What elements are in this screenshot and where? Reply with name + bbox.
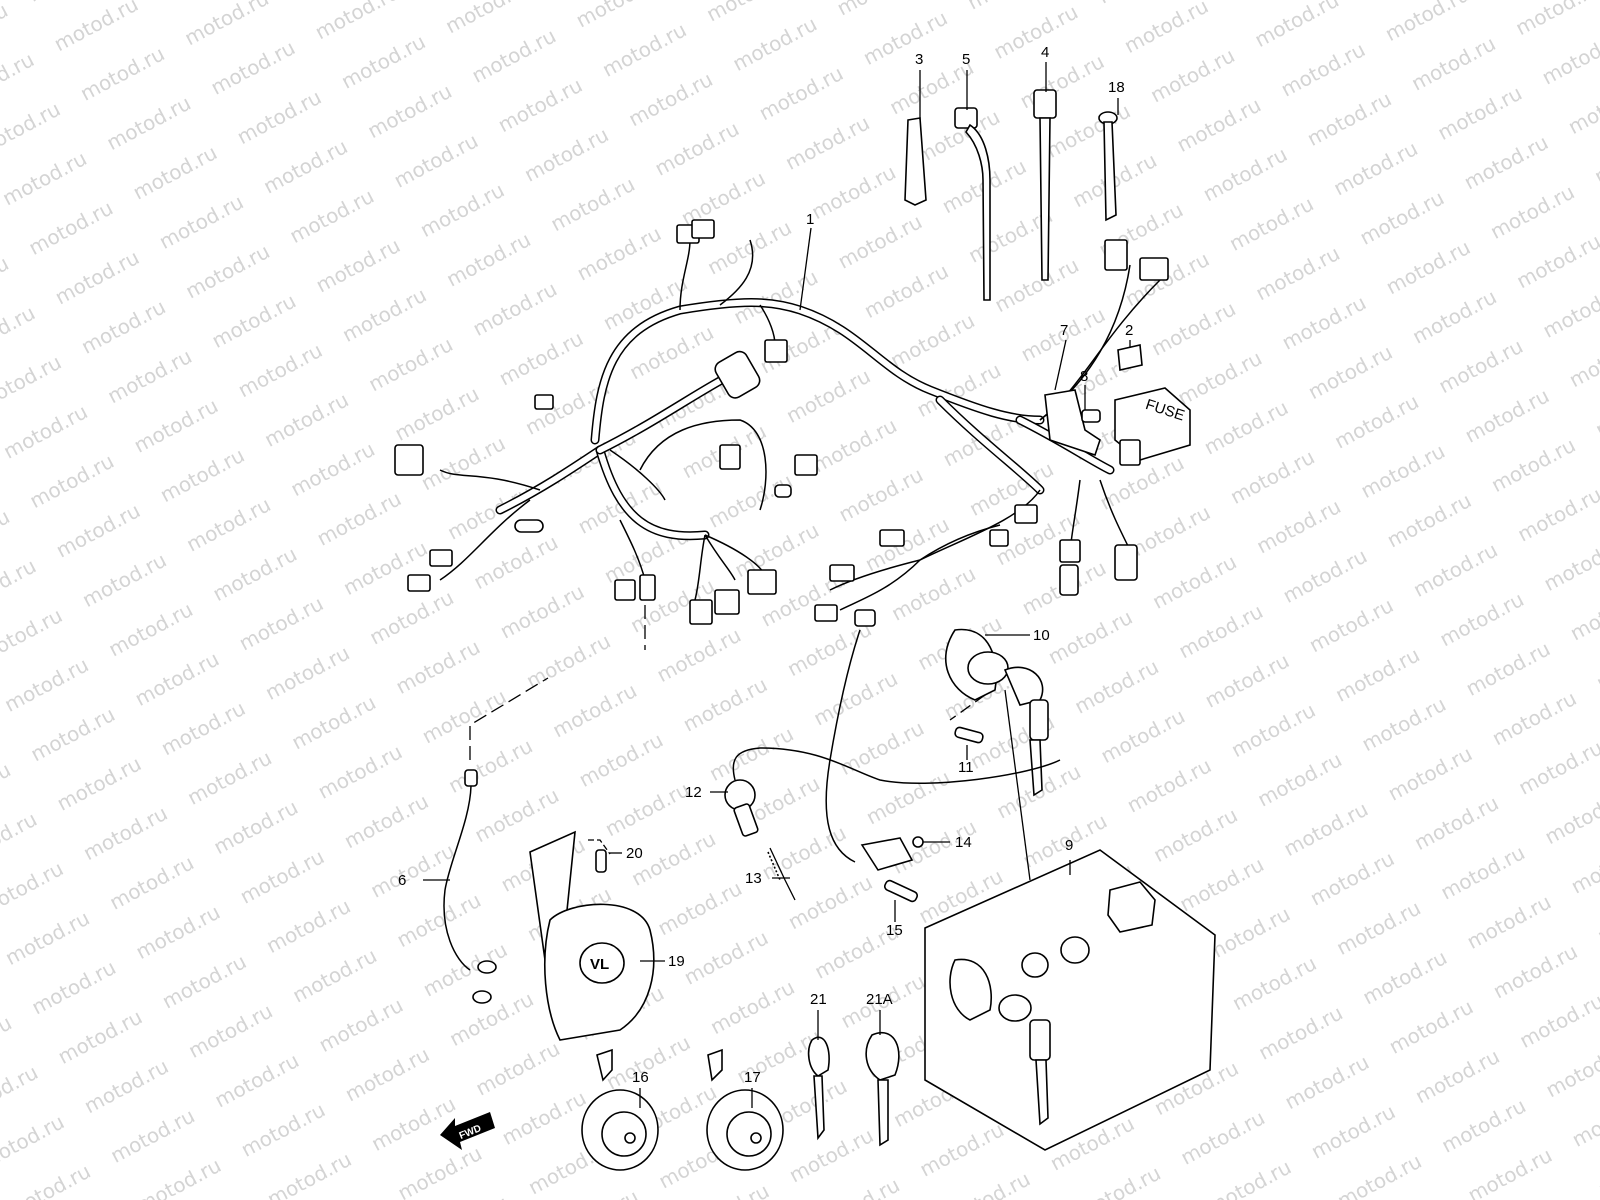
callout-4: 4 [1041, 44, 1049, 61]
side-stand-switch-14[interactable] [825, 629, 924, 871]
horn-17[interactable] [706, 1048, 784, 1171]
horn-16[interactable] [581, 1048, 659, 1171]
callout-18: 18 [1108, 79, 1125, 96]
callout-13: 13 [745, 870, 762, 887]
ignition-switch-10[interactable] [944, 628, 1049, 797]
callout-3: 3 [915, 51, 923, 68]
callout-leaders [423, 62, 1131, 1108]
clamp-band-5[interactable] [954, 107, 991, 301]
callout-21A: 21A [866, 991, 893, 1008]
callout-20: 20 [626, 845, 643, 862]
key-blank-21[interactable] [807, 1036, 830, 1141]
clamp-4[interactable] [1033, 89, 1057, 281]
callout-14: 14 [955, 834, 972, 851]
lock-set-9[interactable] [924, 849, 1216, 1151]
bolt-20[interactable] [588, 839, 611, 873]
callout-2: 2 [1125, 322, 1133, 339]
callout-17: 17 [744, 1069, 761, 1086]
horn-badge: VL [590, 956, 609, 973]
callout-10: 10 [1033, 627, 1050, 644]
bracket-7[interactable] [1044, 389, 1101, 457]
callout-11: 11 [958, 759, 974, 776]
key-blank-21A[interactable] [865, 1032, 900, 1147]
callout-7: 7 [1060, 322, 1068, 339]
callout-6: 6 [398, 872, 406, 889]
fuse-2[interactable] [1117, 344, 1143, 371]
callout-5: 5 [962, 51, 970, 68]
lead-wire-6[interactable] [443, 605, 646, 1004]
horn-cover-19[interactable]: VL [529, 830, 655, 1041]
callout-19: 19 [668, 953, 685, 970]
screw-11[interactable] [954, 726, 984, 744]
callout-15: 15 [886, 922, 903, 939]
spring-13[interactable] [767, 847, 796, 901]
clamp-18[interactable] [1098, 111, 1118, 222]
fwd-direction-arrow: FWD [440, 1112, 495, 1150]
callout-21: 21 [810, 991, 827, 1008]
callout-16: 16 [632, 1069, 649, 1086]
callout-labels: 1 2 3 4 5 6 7 8 9 10 11 12 13 14 15 16 1… [398, 44, 1133, 1086]
fuse-box[interactable]: FUSE [1114, 387, 1191, 466]
key-guide-lines [949, 689, 1031, 881]
callout-9: 9 [1065, 837, 1073, 854]
callout-8: 8 [1080, 368, 1088, 385]
clamp-3[interactable] [904, 117, 927, 206]
callout-1: 1 [806, 211, 814, 228]
rear-brake-switch-12[interactable] [724, 747, 1061, 837]
bolt-8[interactable] [1081, 409, 1101, 423]
callout-12: 12 [685, 784, 702, 801]
screw-15[interactable] [883, 879, 919, 903]
